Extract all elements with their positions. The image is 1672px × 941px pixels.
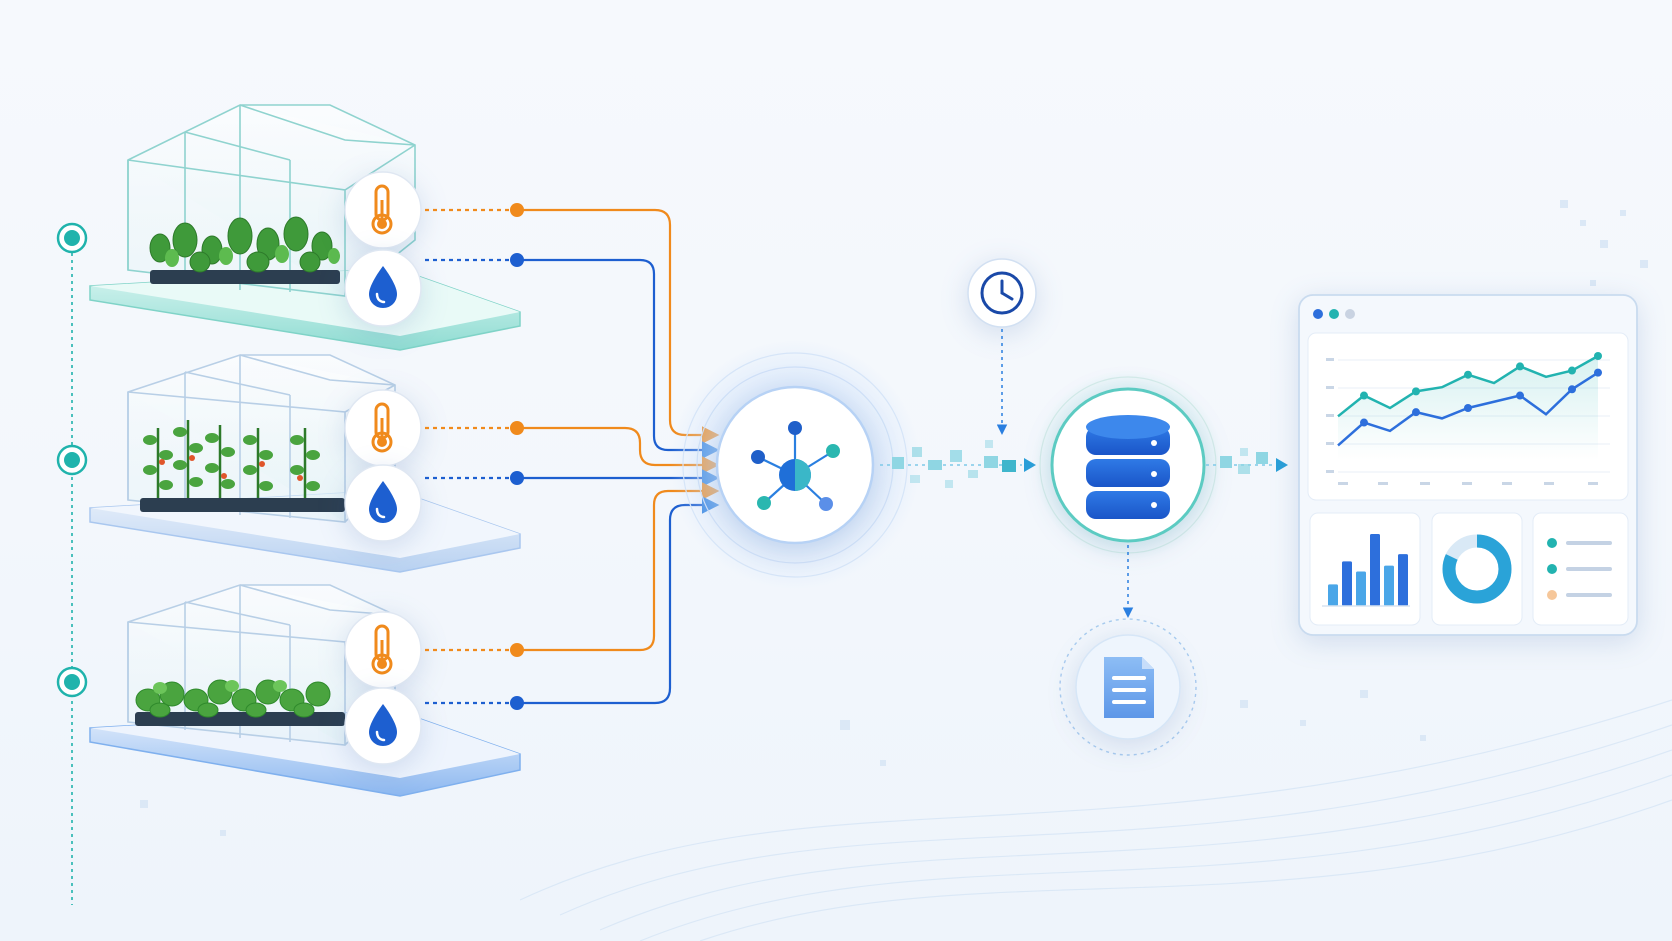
greenhouse-3-humidity-sensor[interactable] (344, 687, 422, 765)
bar-4 (1370, 534, 1380, 606)
teal-series-point (1568, 366, 1576, 375)
water-drop-icon (369, 266, 397, 308)
teal-series-point (1594, 352, 1602, 360)
network-hub-icon (751, 421, 840, 511)
blue-series-point (1568, 385, 1576, 394)
blue-series-point (1516, 391, 1524, 400)
legend-line-1 (1566, 541, 1612, 545)
legend-panel (1532, 512, 1629, 626)
bar-1 (1328, 584, 1338, 606)
teal-series-point (1464, 370, 1472, 379)
donut-segment (1442, 534, 1512, 604)
thermometer-icon (371, 624, 393, 675)
greenhouse-1 (89, 104, 521, 351)
bar-chart-panel (1309, 512, 1421, 626)
blue-series-point (1594, 368, 1602, 377)
window-dot-1 (1313, 309, 1323, 319)
bar-2 (1342, 561, 1352, 606)
teal-series-point (1412, 387, 1420, 396)
scheduler[interactable] (967, 258, 1037, 435)
greenhouse-3-temperature-sensor[interactable] (344, 611, 422, 689)
sensor-hub[interactable] (670, 340, 920, 590)
background-pixel-dots (140, 200, 1648, 836)
window-dot-3 (1345, 309, 1355, 319)
greenhouse-1-frame (127, 104, 416, 297)
legend-line-2 (1566, 567, 1612, 571)
timeline-node-3 (56, 666, 88, 698)
greenhouse-1-humidity-sensor[interactable] (344, 249, 422, 327)
timeline-node-1 (56, 222, 88, 254)
database[interactable] (1033, 370, 1223, 618)
data-stream-hub-to-database (880, 440, 1036, 488)
blue-series-point (1360, 418, 1368, 427)
water-drop-icon (369, 704, 397, 746)
greenhouse-2-humidity-sensor[interactable] (344, 464, 422, 542)
legend-line-3 (1566, 593, 1612, 597)
greenhouse-3-plants (135, 679, 345, 726)
window-dot-2 (1329, 309, 1339, 319)
greenhouse-2-temperature-sensor[interactable] (344, 389, 422, 467)
greenhouse-3 (89, 584, 521, 797)
data-stream-database-to-dashboard (1206, 448, 1288, 474)
blue-series-point (1464, 404, 1472, 412)
bar-5 (1384, 565, 1394, 606)
background-waves (519, 699, 1672, 941)
water-drop-icon (369, 481, 397, 523)
clock-icon (980, 271, 1024, 315)
bar-6 (1398, 554, 1408, 606)
blue-series-point (1412, 408, 1420, 417)
bar-3 (1356, 571, 1366, 606)
report[interactable] (1059, 618, 1197, 756)
thermometer-icon (371, 184, 393, 235)
line-chart-panel (1307, 332, 1629, 501)
donut-chart-panel (1431, 512, 1523, 626)
greenhouse-1-plants (149, 216, 340, 284)
legend-dot-1 (1547, 538, 1557, 548)
teal-series-point (1516, 362, 1524, 371)
greenhouse-2 (89, 354, 521, 573)
window-controls (1313, 309, 1355, 319)
database-icon (1086, 415, 1170, 519)
greenhouse-1-temperature-sensor[interactable] (344, 171, 422, 249)
legend-dot-2 (1547, 564, 1557, 574)
greenhouse-timeline (56, 222, 88, 905)
document-icon (1104, 657, 1154, 718)
greenhouse-2-plants (140, 420, 345, 512)
teal-series-point (1360, 391, 1368, 400)
dashboard[interactable] (1298, 294, 1638, 636)
legend-dot-3 (1547, 590, 1557, 600)
timeline-node-2 (56, 444, 88, 476)
thermometer-icon (371, 402, 393, 453)
